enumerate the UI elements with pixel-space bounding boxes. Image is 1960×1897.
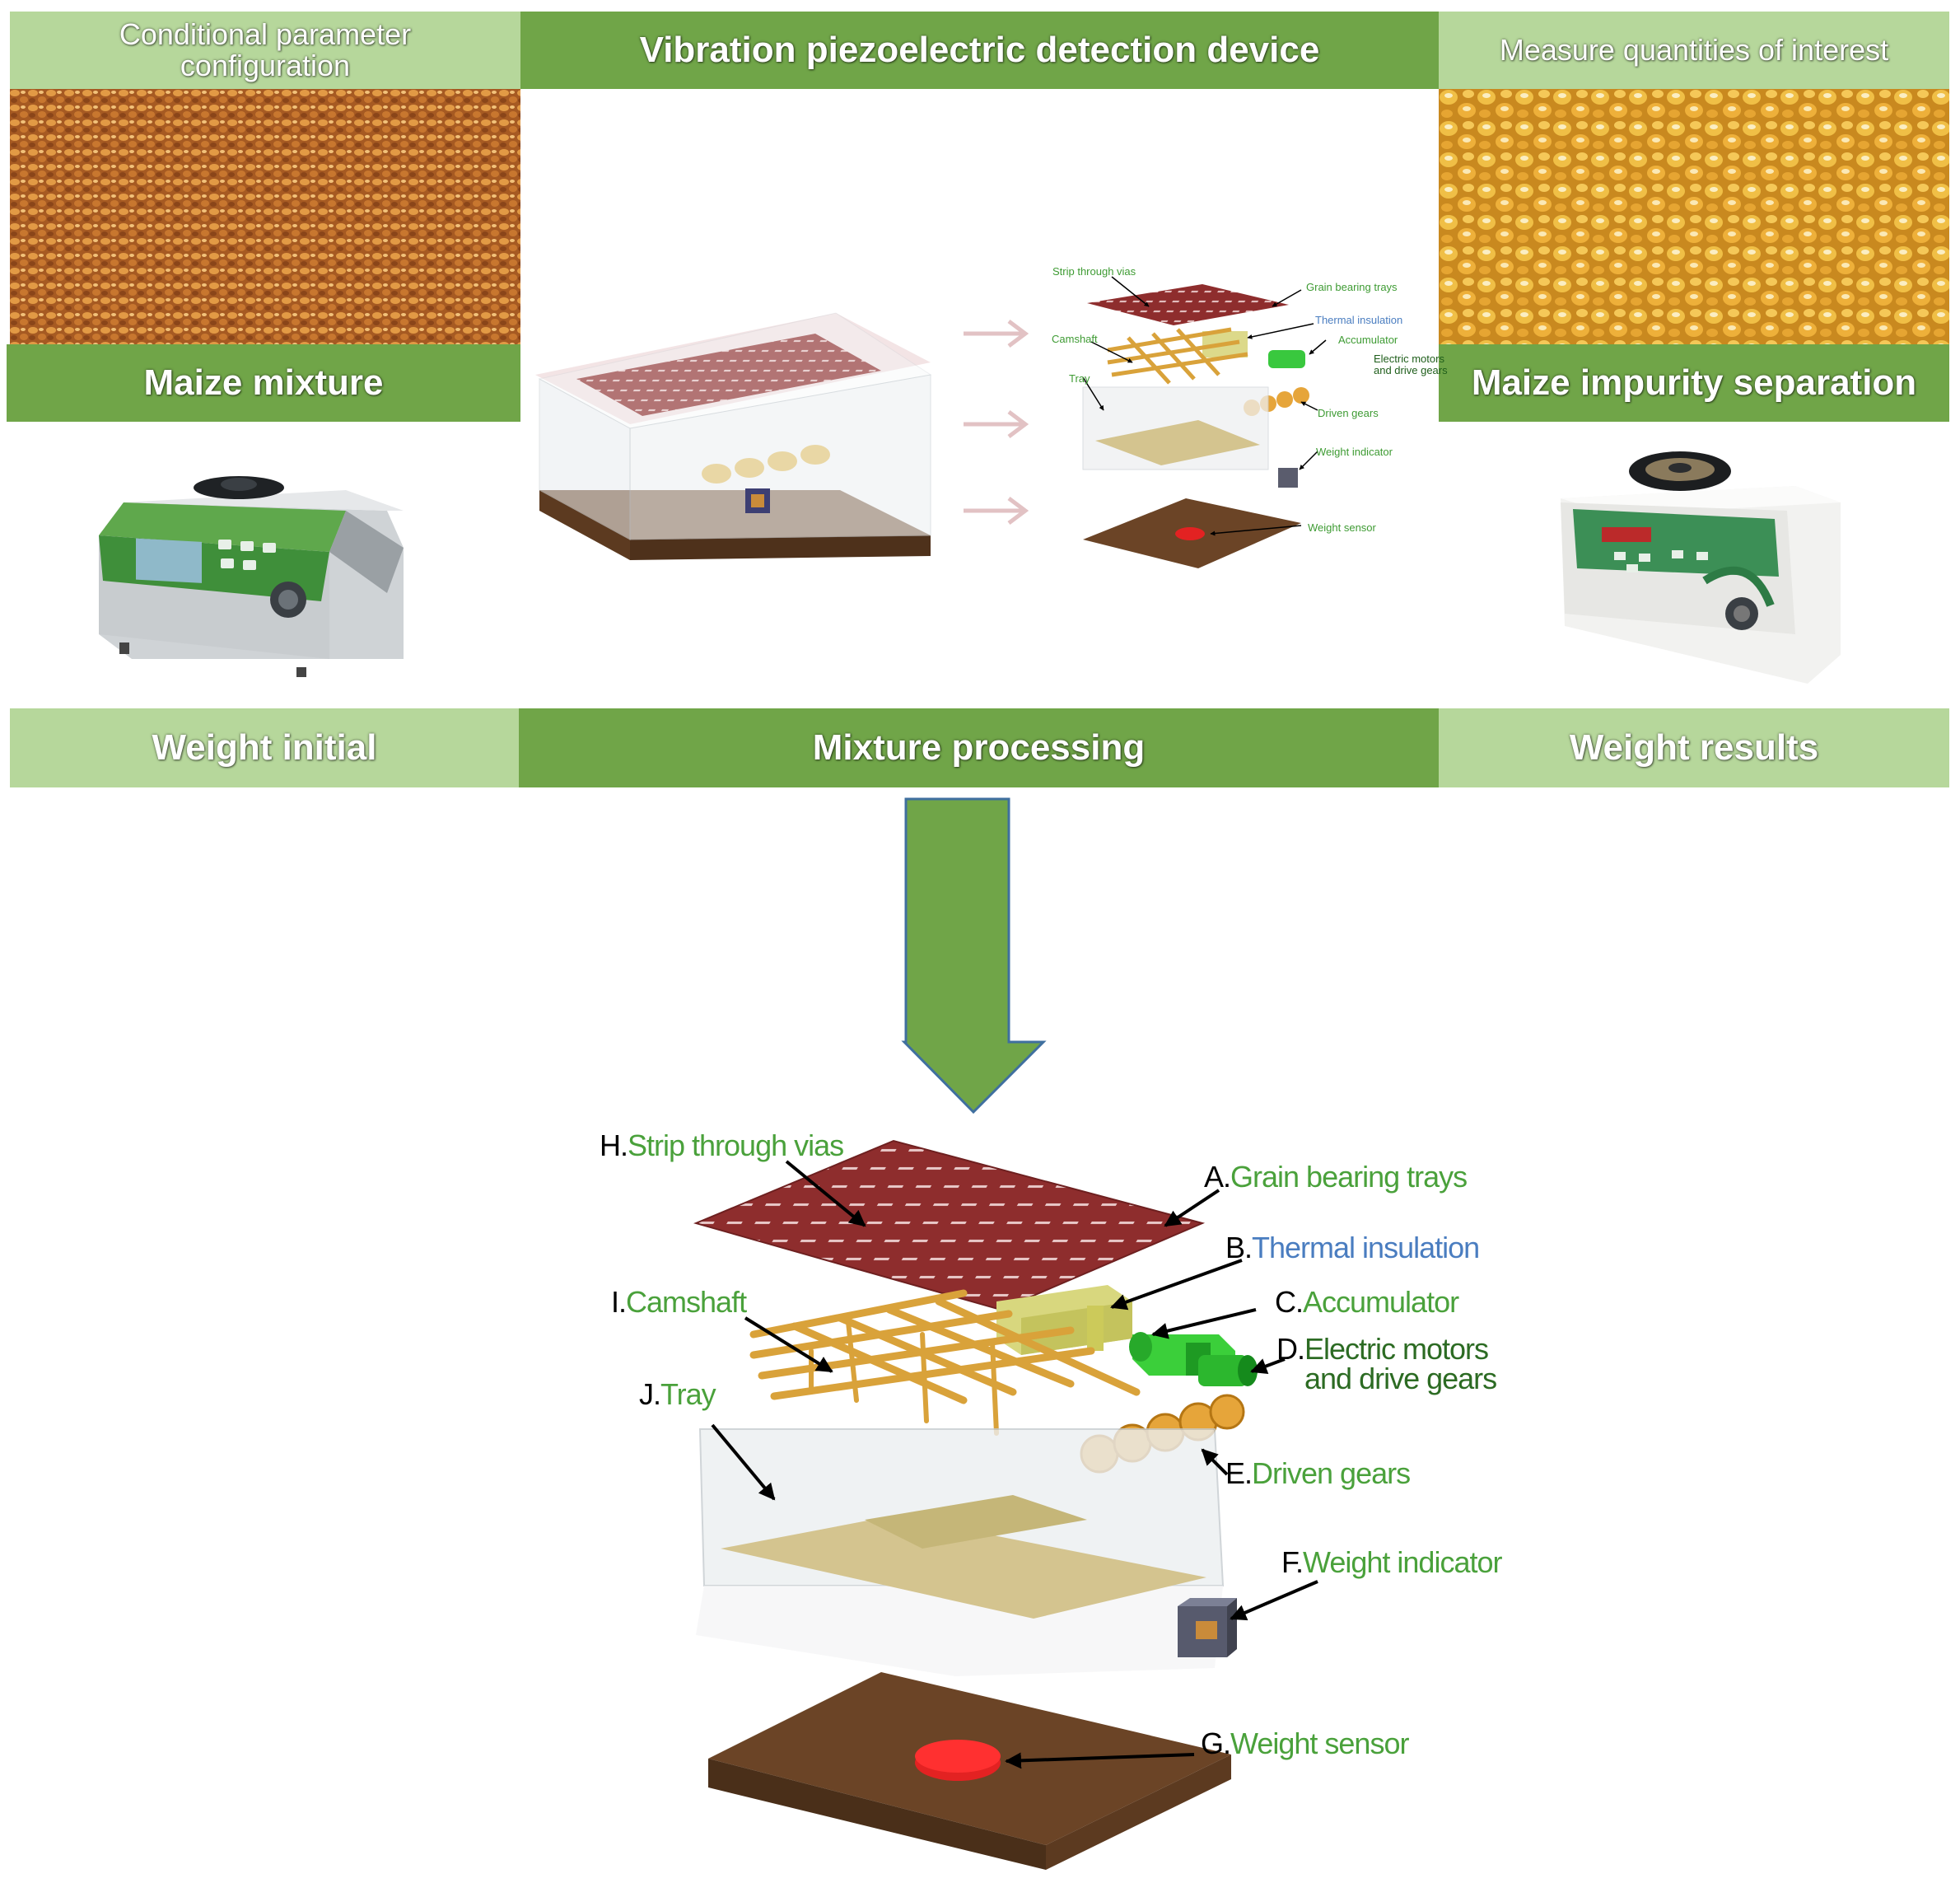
component-name-j: Tray: [660, 1377, 716, 1411]
component-name-d: Electric motors: [1304, 1332, 1489, 1366]
component-letter-b: B.: [1225, 1231, 1253, 1264]
component-name-a: Grain bearing trays: [1230, 1160, 1468, 1194]
component-label-d: D.Electric motors and drive gears: [1276, 1332, 1497, 1395]
label-mixture-processing: Mixture processing: [519, 708, 1439, 787]
maize-mixture-photo: [10, 89, 520, 344]
component-name-h: Strip through vias: [628, 1128, 844, 1162]
header-vibration-device: Vibration piezoelectric detection device: [520, 12, 1439, 89]
label-maize-mixture: Maize mixture: [7, 344, 520, 422]
mini-label-accumulator: Accumulator: [1338, 334, 1398, 346]
component-name-c: Accumulator: [1303, 1285, 1459, 1319]
label-mixture-processing-text: Mixture processing: [812, 727, 1146, 768]
component-label-i: I.Camshaft: [611, 1285, 747, 1320]
label-weight-results-text: Weight results: [1569, 727, 1819, 768]
transition-arrows: [964, 320, 1029, 525]
mini-label-indicator: Weight indicator: [1316, 446, 1393, 458]
header-vibration-device-text: Vibration piezoelectric detection device: [639, 30, 1320, 70]
pointer-f: [1230, 1580, 1318, 1621]
pointer-i: [744, 1316, 833, 1373]
down-arrow: [901, 797, 1047, 1114]
seed-counter-instrument-right: [1561, 451, 1841, 684]
header-conditional-parameter-text: Conditional parameter configuration: [119, 17, 412, 82]
seed-counter-instrument-left: [99, 476, 404, 677]
header-conditional-parameter: Conditional parameter configuration: [10, 12, 520, 89]
exploded-view-large: [693, 1139, 1318, 1870]
tray-box: [696, 1428, 1225, 1676]
component-label-f: F.Weight indicator: [1281, 1545, 1502, 1580]
component-letter-j: J.: [639, 1377, 661, 1411]
mini-label-camshaft: Camshaft: [1052, 333, 1098, 345]
mini-label-motors2: and drive gears: [1374, 364, 1448, 376]
pointer-d: [1250, 1357, 1286, 1375]
maize-kernels-photo: [1439, 89, 1949, 344]
component-letter-c: C.: [1275, 1285, 1304, 1319]
mini-label-motors1: Electric motors: [1374, 353, 1444, 365]
component-label-h: H.Strip through vias: [600, 1128, 844, 1163]
mini-label-strip: Strip through vias: [1052, 265, 1136, 278]
component-label-e: E.Driven gears: [1225, 1456, 1411, 1491]
mini-label-tray: Tray: [1069, 372, 1090, 385]
pointer-j: [711, 1423, 776, 1501]
pointer-c: [1151, 1308, 1257, 1339]
component-letter-f: F.: [1281, 1545, 1304, 1579]
component-label-a: A.Grain bearing trays: [1204, 1160, 1468, 1194]
mini-label-sensor: Weight sensor: [1308, 521, 1376, 534]
header-measure-quantities: Measure quantities of interest: [1439, 12, 1949, 89]
weight-indicator-box: [1178, 1598, 1237, 1657]
component-name-e: Driven gears: [1252, 1456, 1411, 1490]
component-name-f: Weight indicator: [1303, 1545, 1502, 1579]
maize-kernels-texture: [1439, 89, 1949, 344]
component-letter-a: A.: [1204, 1160, 1231, 1194]
camshaft-grid: [749, 1289, 1141, 1436]
grain-bearing-tray: [693, 1139, 1206, 1311]
pointer-b: [1110, 1259, 1243, 1311]
component-letter-h: H.: [600, 1128, 628, 1162]
electric-motor: [1198, 1355, 1258, 1386]
component-label-b: B.Thermal insulation: [1225, 1231, 1480, 1265]
pointer-e: [1201, 1448, 1229, 1476]
component-label-g: G.Weight sensor: [1201, 1726, 1409, 1761]
label-weight-results: Weight results: [1439, 708, 1949, 787]
pointer-a: [1164, 1189, 1220, 1227]
component-letter-d: D.: [1276, 1332, 1305, 1366]
component-name-b: Thermal insulation: [1252, 1231, 1480, 1264]
header-measure-quantities-text: Measure quantities of interest: [1499, 33, 1889, 67]
mini-label-thermal: Thermal insulation: [1315, 314, 1403, 326]
component-letter-i: I.: [611, 1285, 627, 1319]
label-maize-mixture-text: Maize mixture: [143, 362, 384, 403]
component-name-i: Camshaft: [626, 1285, 747, 1319]
component-name-g: Weight sensor: [1230, 1726, 1409, 1760]
label-maize-impurity-separation-text: Maize impurity separation: [1471, 362, 1917, 403]
weight-sensor-base: [708, 1672, 1231, 1870]
component-label-j: J.Tray: [639, 1377, 716, 1412]
pointer-h: [785, 1160, 866, 1227]
label-weight-initial-text: Weight initial: [152, 727, 377, 768]
assembled-device: [535, 312, 932, 560]
pointer-g: [1005, 1752, 1195, 1769]
label-weight-initial: Weight initial: [10, 708, 519, 787]
mini-label-grain: Grain bearing trays: [1306, 281, 1398, 293]
exploded-view-small: [1082, 276, 1327, 568]
label-maize-impurity-separation: Maize impurity separation: [1439, 344, 1949, 422]
component-name-d2: and drive gears: [1304, 1362, 1497, 1395]
component-label-c: C.Accumulator: [1275, 1285, 1459, 1320]
maize-mixture-texture: [10, 89, 520, 344]
mini-label-driven: Driven gears: [1318, 407, 1379, 419]
component-letter-g: G.: [1201, 1726, 1231, 1760]
component-letter-e: E.: [1225, 1456, 1253, 1490]
